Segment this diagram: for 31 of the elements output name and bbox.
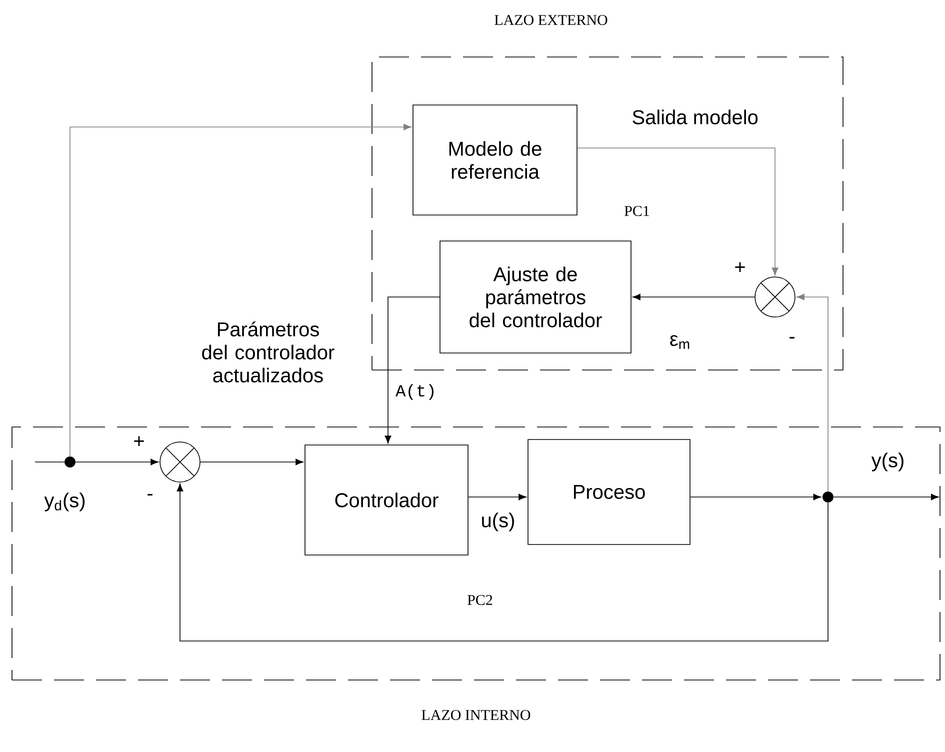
- sign-label: +: [134, 436, 144, 446]
- arrow: [176, 484, 828, 642]
- arrow: [468, 494, 526, 500]
- sign-label: -: [148, 494, 152, 496]
- signal-label: A(t): [396, 384, 434, 400]
- block-box: Ajuste de parámetros del controlador: [440, 240, 632, 354]
- arrow: [384, 296, 440, 444]
- sign-label: +: [735, 262, 745, 272]
- branch-point: [64, 456, 76, 468]
- sign-label: -: [790, 336, 794, 338]
- annotation-text: PC2: [468, 594, 492, 606]
- signal-label: Salida modelo: [632, 110, 758, 124]
- arrow: [690, 494, 822, 500]
- annotation-text: PC1: [624, 206, 650, 216]
- arrow: [796, 294, 828, 492]
- block-box: Modelo de referencia: [412, 104, 578, 216]
- signal-label: y(s): [871, 452, 904, 472]
- annotation-text: Parámetros del controlador actualizados: [202, 322, 334, 382]
- arrow: [70, 124, 412, 457]
- loop-heading: LAZO INTERNO: [422, 710, 530, 720]
- signal-label: u(s): [482, 512, 514, 532]
- block-box: Proceso: [528, 439, 690, 545]
- block-box: Controlador: [304, 444, 468, 556]
- arrow: [75, 458, 158, 466]
- signal-label: ε$_{m}$: [670, 335, 690, 349]
- loop-heading: LAZO EXTERNO: [494, 14, 608, 26]
- arrow: [833, 494, 939, 500]
- arrow: [632, 294, 755, 300]
- arrow: [577, 148, 778, 276]
- signal-label: y$_{d}$(s): [44, 492, 85, 512]
- arrow: [200, 458, 304, 466]
